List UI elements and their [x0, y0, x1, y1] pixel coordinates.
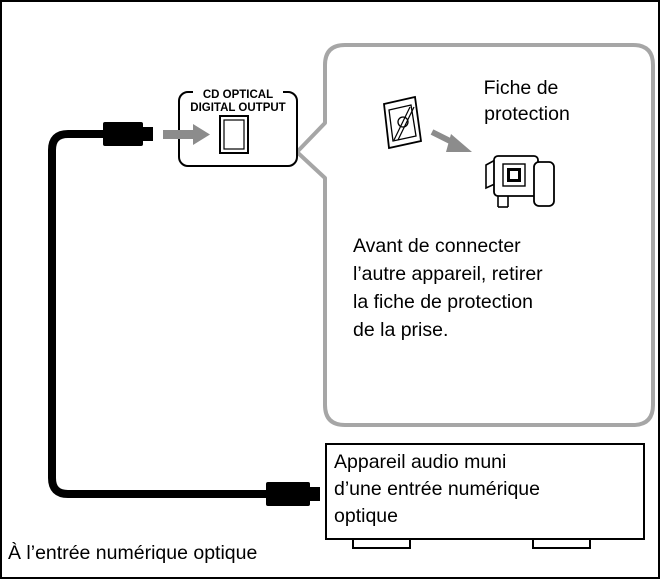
cable-end-label: À l’entrée numérique optique: [8, 541, 257, 564]
cap-label-line1: Fiche de: [484, 77, 559, 99]
jack-with-cap-icon: [383, 95, 423, 150]
audio-device-label-line3: optique: [334, 505, 398, 527]
connector-label-line1: CD OPTICAL: [203, 89, 273, 101]
cap-label-line2: protection: [484, 103, 570, 125]
insert-arrow: [163, 124, 210, 145]
cable-plug-top: [103, 122, 153, 146]
protective-cap-icon: [485, 155, 555, 208]
audio-device-label-line2: d’une entrée numérique: [334, 478, 540, 500]
callout-balloon: [295, 43, 655, 427]
audio-device-box: [325, 443, 645, 540]
audio-device-foot-right: [532, 538, 591, 549]
connector-label-mask: [193, 87, 283, 99]
audio-device-label-line1: Appareil audio muni: [334, 451, 506, 473]
optical-output-jack-inner: [223, 119, 245, 150]
audio-device-foot-left: [352, 538, 411, 549]
instruction-line3: la fiche de protection: [353, 291, 533, 313]
instruction-line4: de la prise.: [353, 319, 448, 341]
cable-plug-bottom: [266, 482, 320, 506]
instruction-line1: Avant de connecter: [353, 235, 521, 257]
instruction-line2: l’autre appareil, retirer: [353, 263, 543, 285]
optical-cable: [48, 130, 268, 498]
cap-removal-arrow: [430, 129, 472, 152]
connector-label-line2: DIGITAL OUTPUT: [190, 102, 285, 114]
